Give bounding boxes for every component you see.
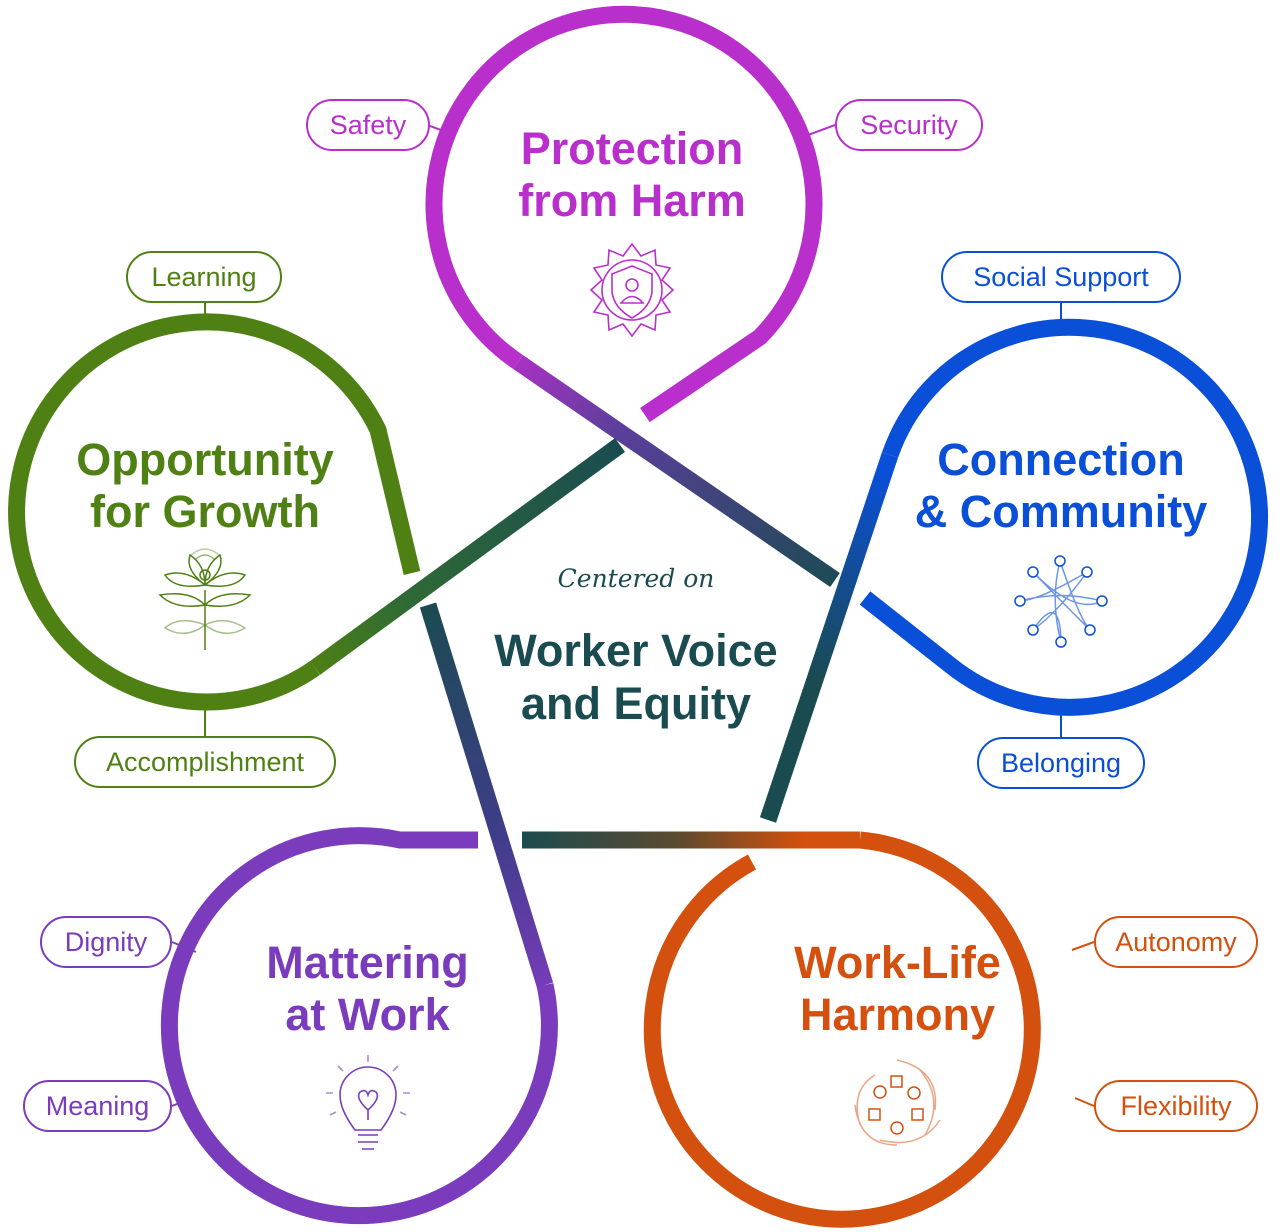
shield-person-icon [589,242,675,338]
worklife-loop-outer [643,831,1041,1228]
tag-social-support: Social Support [941,251,1181,303]
protection-loop-left [309,438,626,675]
flow-swirl-icon [854,1059,941,1146]
mattering-loop-in [419,602,554,988]
tag-flexibility: Flexibility [1094,1080,1258,1132]
flower-sprout-icon [158,548,252,650]
tag-dignity: Dignity [40,916,172,968]
growth-loop-outer [8,313,421,711]
protection-loop-outer [425,5,823,423]
tag-meaning: Meaning [23,1080,172,1132]
center-title: Worker Voice and Equity [494,625,778,729]
mattering-title: Mattering at Work [266,937,469,1040]
pillar-loops [8,5,1268,1228]
tag-learning: Learning [126,251,282,303]
heart-lightbulb-icon [326,1055,410,1150]
tag-security: Security [835,99,983,151]
protection-loop-in [513,354,840,588]
mattering-loop-outer [160,827,558,1225]
network-icon [1014,555,1108,648]
center-subtitle: Centered on [557,564,715,593]
tag-belonging: Belonging [977,737,1145,789]
connection-title: Connection & Community [914,434,1208,537]
connection-loop-in [759,452,899,823]
tag-safety: Safety [306,99,430,151]
protection-title: Protection from Harm [518,123,746,226]
protection-loop-right-join [640,370,705,423]
growth-title: Opportunity for Growth [76,434,334,537]
tag-accomplishment: Accomplishment [74,736,336,788]
connection-loop-outer [859,318,1268,716]
worklife-title: Work-Life Harmony [794,937,1001,1040]
tag-autonomy: Autonomy [1094,916,1258,968]
